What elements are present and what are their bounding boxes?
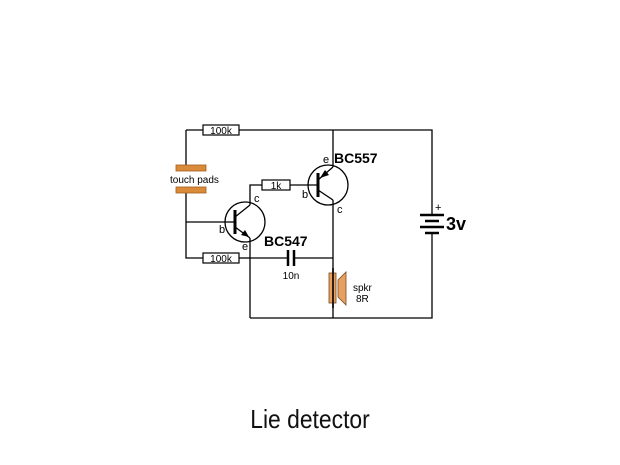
touch-pad-top[interactable] — [175, 164, 207, 172]
q1-label: BC557 — [334, 150, 378, 166]
speaker-value: 8R — [356, 294, 369, 305]
capacitor-label: 10n — [283, 271, 300, 282]
diagram-caption: Lie detector — [250, 404, 370, 434]
wires — [185, 129, 433, 319]
q2-pin-b: b — [219, 224, 225, 236]
touch-pads[interactable]: touch pads — [170, 164, 219, 194]
q1-pin-c: c — [337, 204, 343, 216]
resistor-bottom-label: 100k — [210, 254, 233, 265]
battery-polarity: + — [435, 202, 441, 214]
q2-pin-c: c — [254, 193, 260, 205]
q1-pin-e: e — [323, 154, 329, 166]
capacitor-10n: 10n — [283, 250, 300, 282]
battery-label: 3v — [446, 214, 466, 234]
touch-pad-bottom[interactable] — [175, 186, 207, 194]
transistor-q2-bc547: c b e BC547 — [219, 193, 308, 253]
resistor-1k: 1k — [261, 179, 291, 192]
q2-emitter-arrow-icon — [241, 230, 249, 237]
q2-pin-e: e — [242, 241, 248, 253]
wire-q2-collector — [249, 184, 262, 205]
wire-pad-bottom — [185, 187, 203, 259]
q1-emitter-arrow-icon — [320, 170, 329, 178]
resistor-top-label: 100k — [210, 126, 233, 137]
speaker-label: spkr — [353, 283, 373, 294]
q2-label: BC547 — [264, 233, 308, 249]
resistor-1k-label: 1k — [271, 181, 283, 192]
resistor-bottom: 100k — [202, 252, 240, 265]
touch-pads-label: touch pads — [170, 175, 219, 186]
speaker-8r: spkr 8R — [328, 268, 373, 308]
transistor-q1-bc557: e b c BC557 — [302, 150, 378, 216]
q1-pin-b: b — [302, 189, 308, 201]
wire-top-rail — [186, 129, 433, 213]
battery-3v: + 3v — [420, 202, 466, 235]
wire-battery-bottom — [250, 233, 433, 319]
resistor-top: 100k — [202, 124, 240, 137]
